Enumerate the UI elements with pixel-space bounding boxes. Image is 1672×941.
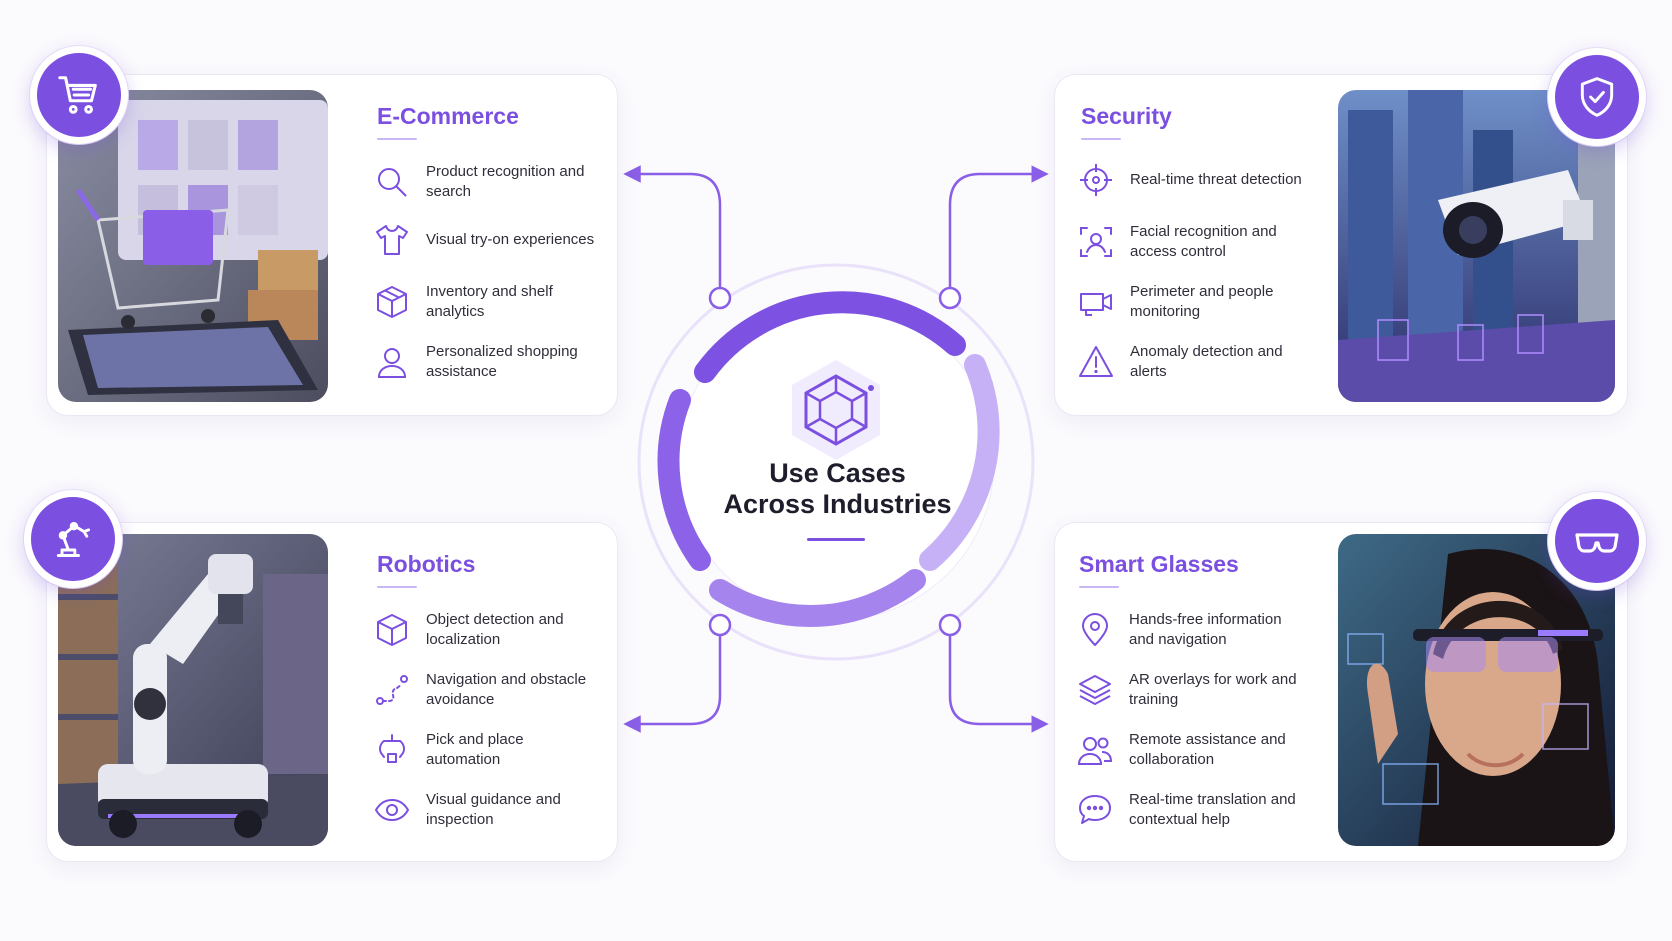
warning-icon [1079,346,1113,377]
chat-bubble-icon [1079,795,1111,824]
smart-glasses-item: Remote assistance and collaboration [1077,730,1304,770]
ecommerce-item: Inventory and shelf analytics [374,282,601,322]
ecommerce-badge [30,46,128,144]
robotics-item-label: Visual guidance and inspection [426,791,561,828]
robotics-item: Object detection and localization [374,610,601,650]
crosshair-icon [1080,164,1112,196]
ecommerce-item: Visual try-on experiences [374,222,601,258]
security-item-label: Perimeter and people monitoring [1130,283,1274,320]
ecommerce-title: E-Commerce [377,103,519,129]
robotics-title-underline [377,586,417,588]
smart-glasses-title-underline [1079,586,1119,588]
outer-ring [637,263,1035,661]
center-title-line1: Use Cases [769,458,906,488]
robot-arm-icon [56,521,91,557]
robotics-item: Pick and place automation [374,730,601,770]
ecommerce-item-label: Visual try-on experiences [426,231,595,248]
woman-with-ar-glasses-photo [1338,534,1615,846]
connector-node-ecommerce [708,286,732,310]
eye-icon [374,798,410,822]
ecommerce-title-underline [377,138,417,140]
security-camera-city-photo [1338,90,1615,402]
robotics-item-label: Object detection and localization [426,611,564,648]
connector-ecommerce [623,165,722,298]
face-scan-icon [1080,227,1112,257]
robotics-item-label: Navigation and obstacle avoidance [426,671,587,708]
connector-node-smart-glasses [938,613,962,637]
ring-arc-bottom [709,569,926,628]
security-item: Perimeter and people monitoring [1078,282,1305,322]
shopping-cart-icon [58,76,97,114]
ring-arc-top [694,291,966,383]
ecommerce-item: Product recognition and search [374,162,601,202]
shield-check-icon [1580,77,1614,117]
center-title-underline [807,538,865,541]
ring-arc-left [657,389,711,571]
camera-icon [1080,293,1112,316]
location-pin-icon [1082,613,1108,646]
robotics-title: Robotics [377,551,476,577]
gripper-icon [379,734,405,763]
robotics-item-label: Pick and place automation [426,731,524,768]
layers-icon [1079,675,1111,705]
search-icon [378,168,407,197]
route-icon [376,675,408,705]
ecommerce-item-label: Product recognition and search [426,163,585,200]
ecommerce-item-label: Inventory and shelf analytics [426,283,553,320]
security-item: Anomaly detection and alerts [1078,342,1305,382]
smart-glasses-item: Real-time translation and contextual hel… [1077,790,1304,830]
ecommerce-item: Personalized shopping assistance [374,342,601,382]
connector-node-security [938,286,962,310]
users-icon [1077,737,1113,765]
connector-node-robotics [708,613,732,637]
robotics-item: Navigation and obstacle avoidance [374,670,601,710]
user-icon [377,348,407,378]
security-item: Facial recognition and access control [1078,222,1305,262]
security-item-label: Facial recognition and access control [1130,223,1277,260]
smart-glasses-item-label: Real-time translation and contextual hel… [1129,791,1296,828]
connector-smart-glasses [948,625,1049,733]
smart-glasses-item: Hands-free information and navigation [1077,610,1304,650]
security-title-underline [1081,138,1121,140]
glasses-icon [1575,533,1619,553]
security-item-label: Anomaly detection and alerts [1130,343,1283,380]
ecommerce-item-label: Personalized shopping assistance [426,343,578,380]
smart-glasses-item-label: AR overlays for work and training [1129,671,1297,708]
shopping-cart-on-smartphone-photo [58,90,328,402]
box-icon [377,286,407,318]
robotics-badge [24,490,122,588]
connector-security [948,165,1049,298]
security-title: Security [1081,103,1172,129]
smart-glasses-badge [1548,492,1646,590]
smart-glasses-item-label: Hands-free information and navigation [1129,611,1282,648]
hexagon-network-icon [792,360,880,460]
robotics-item: Visual guidance and inspection [374,790,601,830]
smart-glasses-item-label: Remote assistance and collaboration [1129,731,1286,768]
center-title-line2: Across Industries [723,489,952,519]
security-badge [1548,48,1646,146]
smart-glasses-item: AR overlays for work and training [1077,670,1304,710]
tshirt-icon [376,225,408,255]
ring-arc-right [919,354,1000,571]
cube-icon [377,614,407,646]
connector-robotics [623,625,722,733]
smart-glasses-title: Smart Glasses [1079,551,1239,577]
security-item: Real-time threat detection [1078,162,1305,198]
center-title: Use Cases Across Industries [700,458,975,520]
warehouse-robot-photo [58,534,328,846]
security-item-label: Real-time threat detection [1130,171,1302,188]
